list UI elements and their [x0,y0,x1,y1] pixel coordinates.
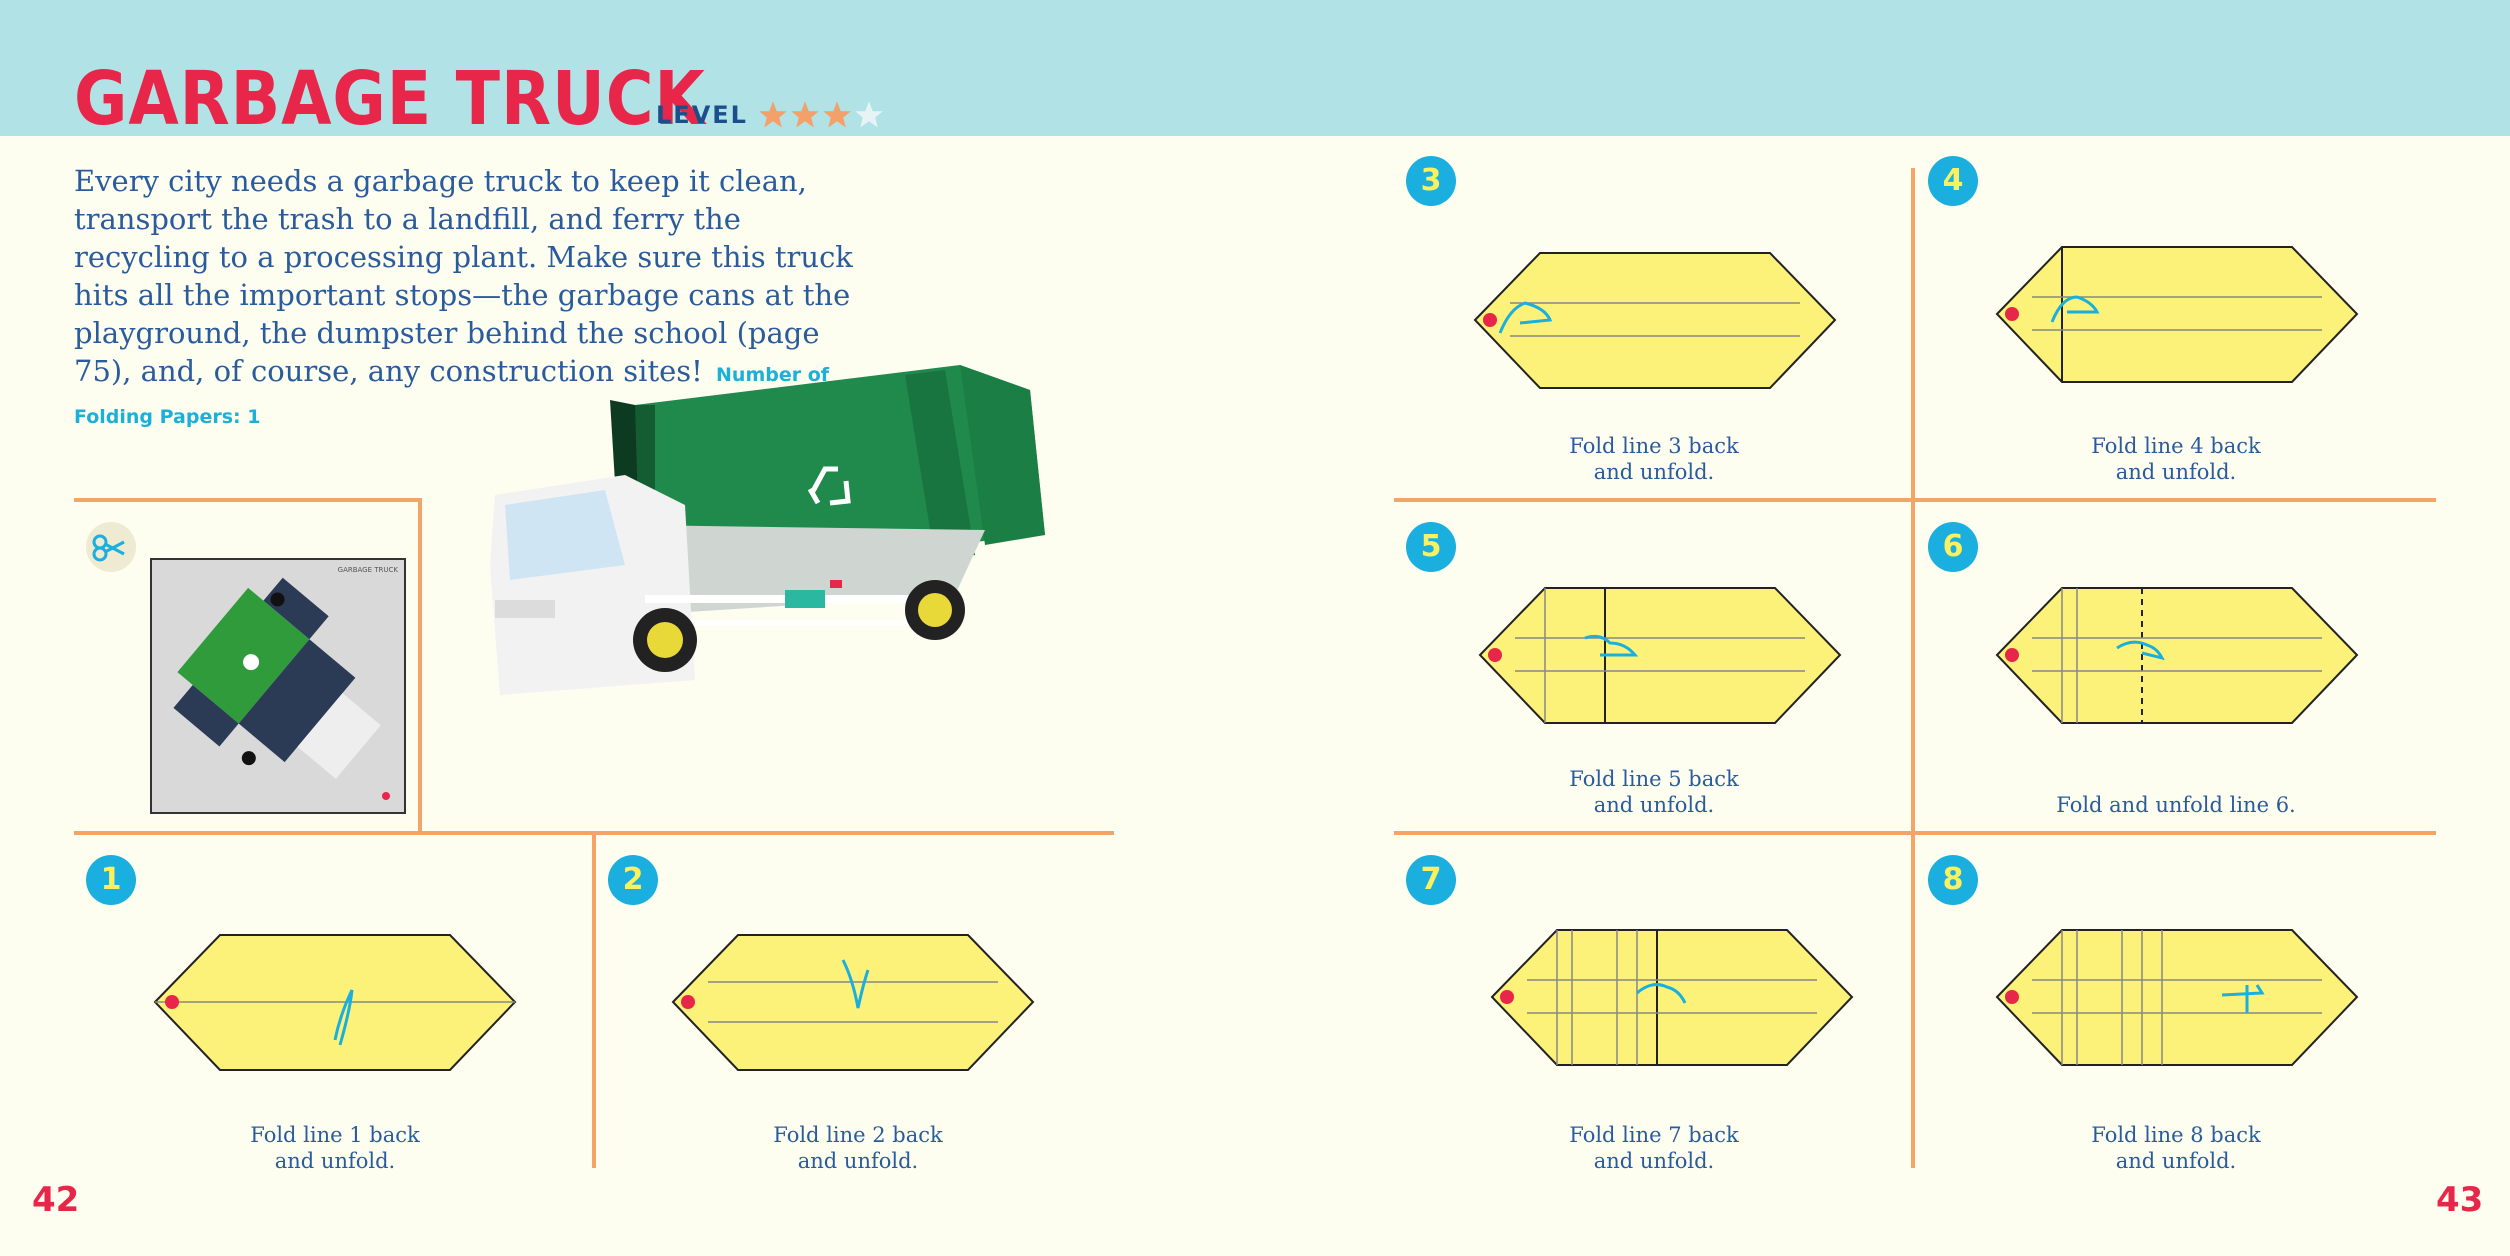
caption-line: and unfold. [2115,460,2237,484]
divider [1911,168,1915,1168]
step-2-caption: Fold line 2 back and unfold. [618,1122,1098,1174]
step-2-diagram [671,934,1035,1071]
step-3-diagram [1473,252,1837,389]
caption-line: and unfold. [1593,1149,1715,1173]
step-4-badge: 4 [1928,156,1978,206]
step-8-caption: Fold line 8 back and unfold. [1936,1122,2416,1174]
garbage-truck-image [490,365,1045,695]
caption-line: Fold line 3 back [1569,434,1739,458]
level-rating: LEVEL [656,100,886,130]
step-8-badge: 8 [1928,855,1978,905]
caption-line: Fold line 4 back [2091,434,2261,458]
intro-paragraph: Every city needs a garbage truck to keep… [74,162,874,436]
divider [1394,498,2436,502]
step-8-diagram [1995,929,2359,1066]
step-6-caption: Fold and unfold line 6. [1936,792,2416,818]
caption-line: Fold line 2 back [773,1123,943,1147]
step-1-diagram [153,934,517,1071]
caption-line: and unfold. [797,1149,919,1173]
divider [74,498,422,502]
divider [592,835,596,1168]
step-6-badge: 6 [1928,522,1978,572]
caption-line: and unfold. [1593,460,1715,484]
caption-line: Fold line 5 back [1569,767,1739,791]
template-label: GARBAGE TRUCK [337,566,398,574]
step-7-caption: Fold line 7 back and unfold. [1414,1122,1894,1174]
divider [74,831,1114,835]
page-number-right: 43 [2436,1180,2484,1220]
caption-line: Fold line 7 back [1569,1123,1739,1147]
step-4-caption: Fold line 4 back and unfold. [1936,433,2416,485]
step-4-diagram [1995,246,2359,383]
star-icon [855,101,883,128]
folding-papers-note: Number of Folding Papers: 1 [74,364,830,428]
caption-line: Fold line 1 back [250,1123,420,1147]
caption-line: and unfold. [274,1149,396,1173]
cutout-template-image: GARBAGE TRUCK [150,558,406,814]
step-6-diagram [1995,587,2359,724]
step-5-caption: Fold line 5 back and unfold. [1414,766,1894,818]
caption-line: and unfold. [1593,793,1715,817]
caption-line: Fold and unfold line 6. [2056,793,2296,817]
step-1-badge: 1 [86,855,136,905]
step-3-caption: Fold line 3 back and unfold. [1414,433,1894,485]
step-2-badge: 2 [608,855,658,905]
star-icon [823,101,851,128]
step-5-badge: 5 [1406,522,1456,572]
scissors-icon [86,522,136,572]
step-7-badge: 7 [1406,855,1456,905]
caption-line: and unfold. [2115,1149,2237,1173]
step-1-caption: Fold line 1 back and unfold. [95,1122,575,1174]
page-number-left: 42 [32,1180,80,1220]
header-band [0,0,2510,136]
step-5-diagram [1478,587,1842,724]
star-icon [759,101,787,128]
star-icon [791,101,819,128]
divider [1394,831,2436,835]
intro-text: Every city needs a garbage truck to keep… [74,164,853,388]
caption-line: Fold line 8 back [2091,1123,2261,1147]
step-3-badge: 3 [1406,156,1456,206]
level-label: LEVEL [656,101,748,129]
divider [418,498,422,834]
page-title: GARBAGE TRUCK [74,56,706,142]
step-7-diagram [1490,929,1854,1066]
